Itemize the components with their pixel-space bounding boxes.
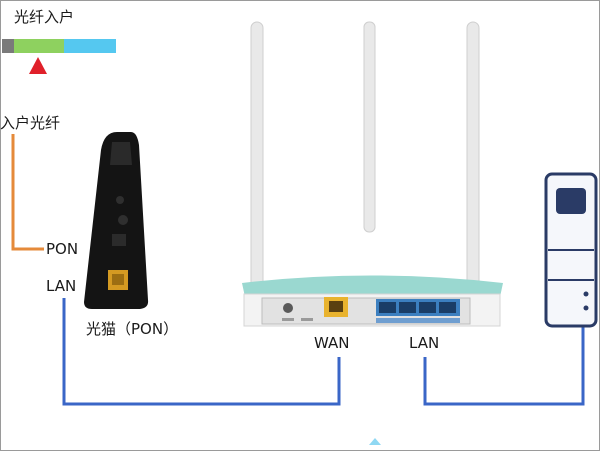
router-wan-port-label: WAN <box>314 334 350 352</box>
modem-device <box>84 132 149 309</box>
router-antenna-left <box>250 21 264 293</box>
legend-bar-green <box>14 39 64 53</box>
router-antenna-middle <box>363 21 376 233</box>
router-lan-port-label: LAN <box>409 334 440 352</box>
diagram-title: 光纤入户 <box>14 8 75 26</box>
router-device <box>242 21 503 327</box>
legend-bar-cyan <box>64 39 116 53</box>
scroll-marker-icon <box>369 438 381 445</box>
fiber-input-label: 入户光纤 <box>0 114 61 132</box>
modem-lan-port-label: LAN <box>46 277 77 295</box>
legend-bar-gray <box>2 39 14 53</box>
router-antenna-right <box>466 21 480 293</box>
ethernet-cable-router-pc <box>423 326 585 406</box>
pc-tower-device <box>544 172 598 328</box>
fiber-cable <box>11 134 44 251</box>
pon-port-label: PON <box>46 240 79 258</box>
modem-name-label: 光猫（PON） <box>86 320 179 338</box>
marker-triangle-icon <box>29 57 47 74</box>
ethernet-cable-modem-router <box>62 298 341 406</box>
